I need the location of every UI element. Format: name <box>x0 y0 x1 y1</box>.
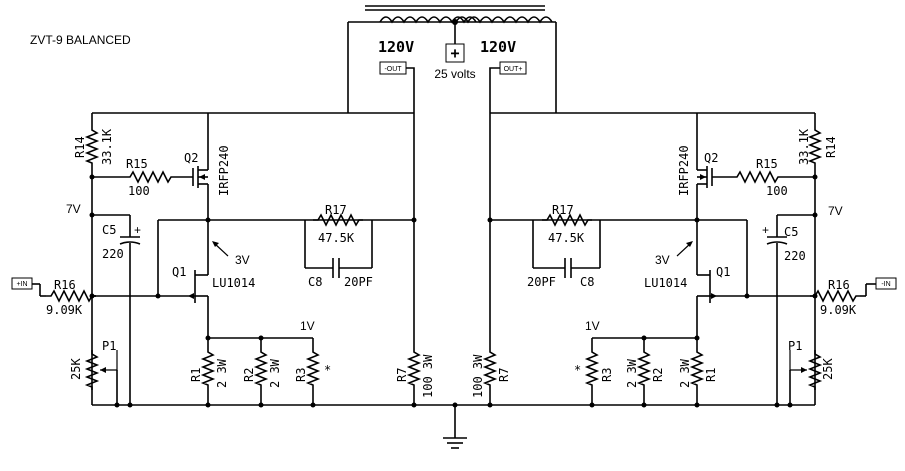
gate-voltage-right: 3V <box>655 253 670 267</box>
ground-symbol <box>414 402 490 449</box>
q1-left-ref: Q1 <box>172 265 186 279</box>
supply-plus-symbol: + <box>450 44 459 62</box>
q2-left-ref: Q2 <box>184 151 198 165</box>
r3-right-value: * <box>574 363 581 377</box>
r7-left-value: 100 3W <box>421 354 435 398</box>
rail-voltage-right: 7V <box>828 204 843 218</box>
rail-voltage-left: 7V <box>66 202 81 216</box>
r1-left-value: 2 3W <box>215 358 229 388</box>
p1-right-ref: P1 <box>788 339 802 353</box>
c5-right-value: 220 <box>784 249 806 263</box>
r14-right-value: 33.1K <box>797 128 811 165</box>
left-channel: + <box>11 112 420 408</box>
r1-right-value: 2 3W <box>678 358 692 388</box>
r16-left-ref: R16 <box>54 278 76 292</box>
out-plus-label: OUT+ <box>504 66 523 73</box>
r2-left-value: 2 3W <box>268 358 282 388</box>
q1-right-ref: Q1 <box>716 265 730 279</box>
supply-voltage-label: 25 volts <box>434 67 475 81</box>
supply-plus-box <box>445 43 465 63</box>
c5-right-polarity: + <box>762 223 769 237</box>
r15-right-value: 100 <box>766 184 788 198</box>
r17-left-value: 47.5K <box>318 231 355 245</box>
out-minus-label: -OUT <box>384 66 402 73</box>
q1-right-part: LU1014 <box>644 276 687 290</box>
p1-left-value: 25K <box>69 358 83 380</box>
r3-right-ref: R3 <box>600 368 614 382</box>
r1-left-ref: R1 <box>189 368 203 382</box>
p1-right-value: 25K <box>821 358 835 380</box>
gate-voltage-left: 3V <box>235 253 250 267</box>
r16-right-ref: R16 <box>828 278 850 292</box>
r2-right-ref: R2 <box>651 368 665 382</box>
r16-right-value: 9.09K <box>820 303 857 317</box>
r15-left-ref: R15 <box>126 157 148 171</box>
c5-right-ref: C5 <box>784 225 798 239</box>
r15-right-ref: R15 <box>756 157 778 171</box>
q2-left-part: IRFP240 <box>217 145 231 196</box>
r3-left-ref: R3 <box>294 368 308 382</box>
r14-right-ref: R14 <box>824 136 838 158</box>
r17-right-value: 47.5K <box>548 231 585 245</box>
diagram-title: ZVT-9 BALANCED <box>30 33 131 47</box>
c5-left-polarity: + <box>134 223 141 237</box>
r17-left-ref: R17 <box>325 203 347 217</box>
in-minus-label: -IN <box>881 281 890 288</box>
r2-left-ref: R2 <box>242 368 256 382</box>
c8-left-value: 20PF <box>344 275 373 289</box>
r7-left-ref: R7 <box>395 368 409 382</box>
c8-right-value: 20PF <box>527 275 556 289</box>
c8-left-ref: C8 <box>308 275 322 289</box>
r3-left-value: * <box>324 363 331 377</box>
right-winding-voltage: 120V <box>480 38 516 56</box>
r14-left-ref: R14 <box>73 136 87 158</box>
r15-left-value: 100 <box>128 184 150 198</box>
r14-left-value: 33.1K <box>100 128 114 165</box>
r16-left-value: 9.09K <box>46 303 83 317</box>
right-channel: + <box>484 112 897 408</box>
q2-right-part: IRFP240 <box>677 145 691 196</box>
c5-left-value: 220 <box>102 247 124 261</box>
q2-right-ref: Q2 <box>704 151 718 165</box>
transformer: + <box>347 5 557 113</box>
left-winding-voltage: 120V <box>378 38 414 56</box>
source-voltage-right: 1V <box>585 319 600 333</box>
source-voltage-left: 1V <box>300 319 315 333</box>
p1-left-ref: P1 <box>102 339 116 353</box>
r7-right-ref: R7 <box>497 368 511 382</box>
q1-left-part: LU1014 <box>212 276 255 290</box>
c8-right-ref: C8 <box>580 275 594 289</box>
r17-right-ref: R17 <box>552 203 574 217</box>
r1-right-ref: R1 <box>704 368 718 382</box>
c5-left-ref: C5 <box>102 223 116 237</box>
r2-right-value: 2 3W <box>625 358 639 388</box>
r7-right-value: 100 3W <box>471 354 485 398</box>
in-plus-label: +IN <box>16 281 27 288</box>
